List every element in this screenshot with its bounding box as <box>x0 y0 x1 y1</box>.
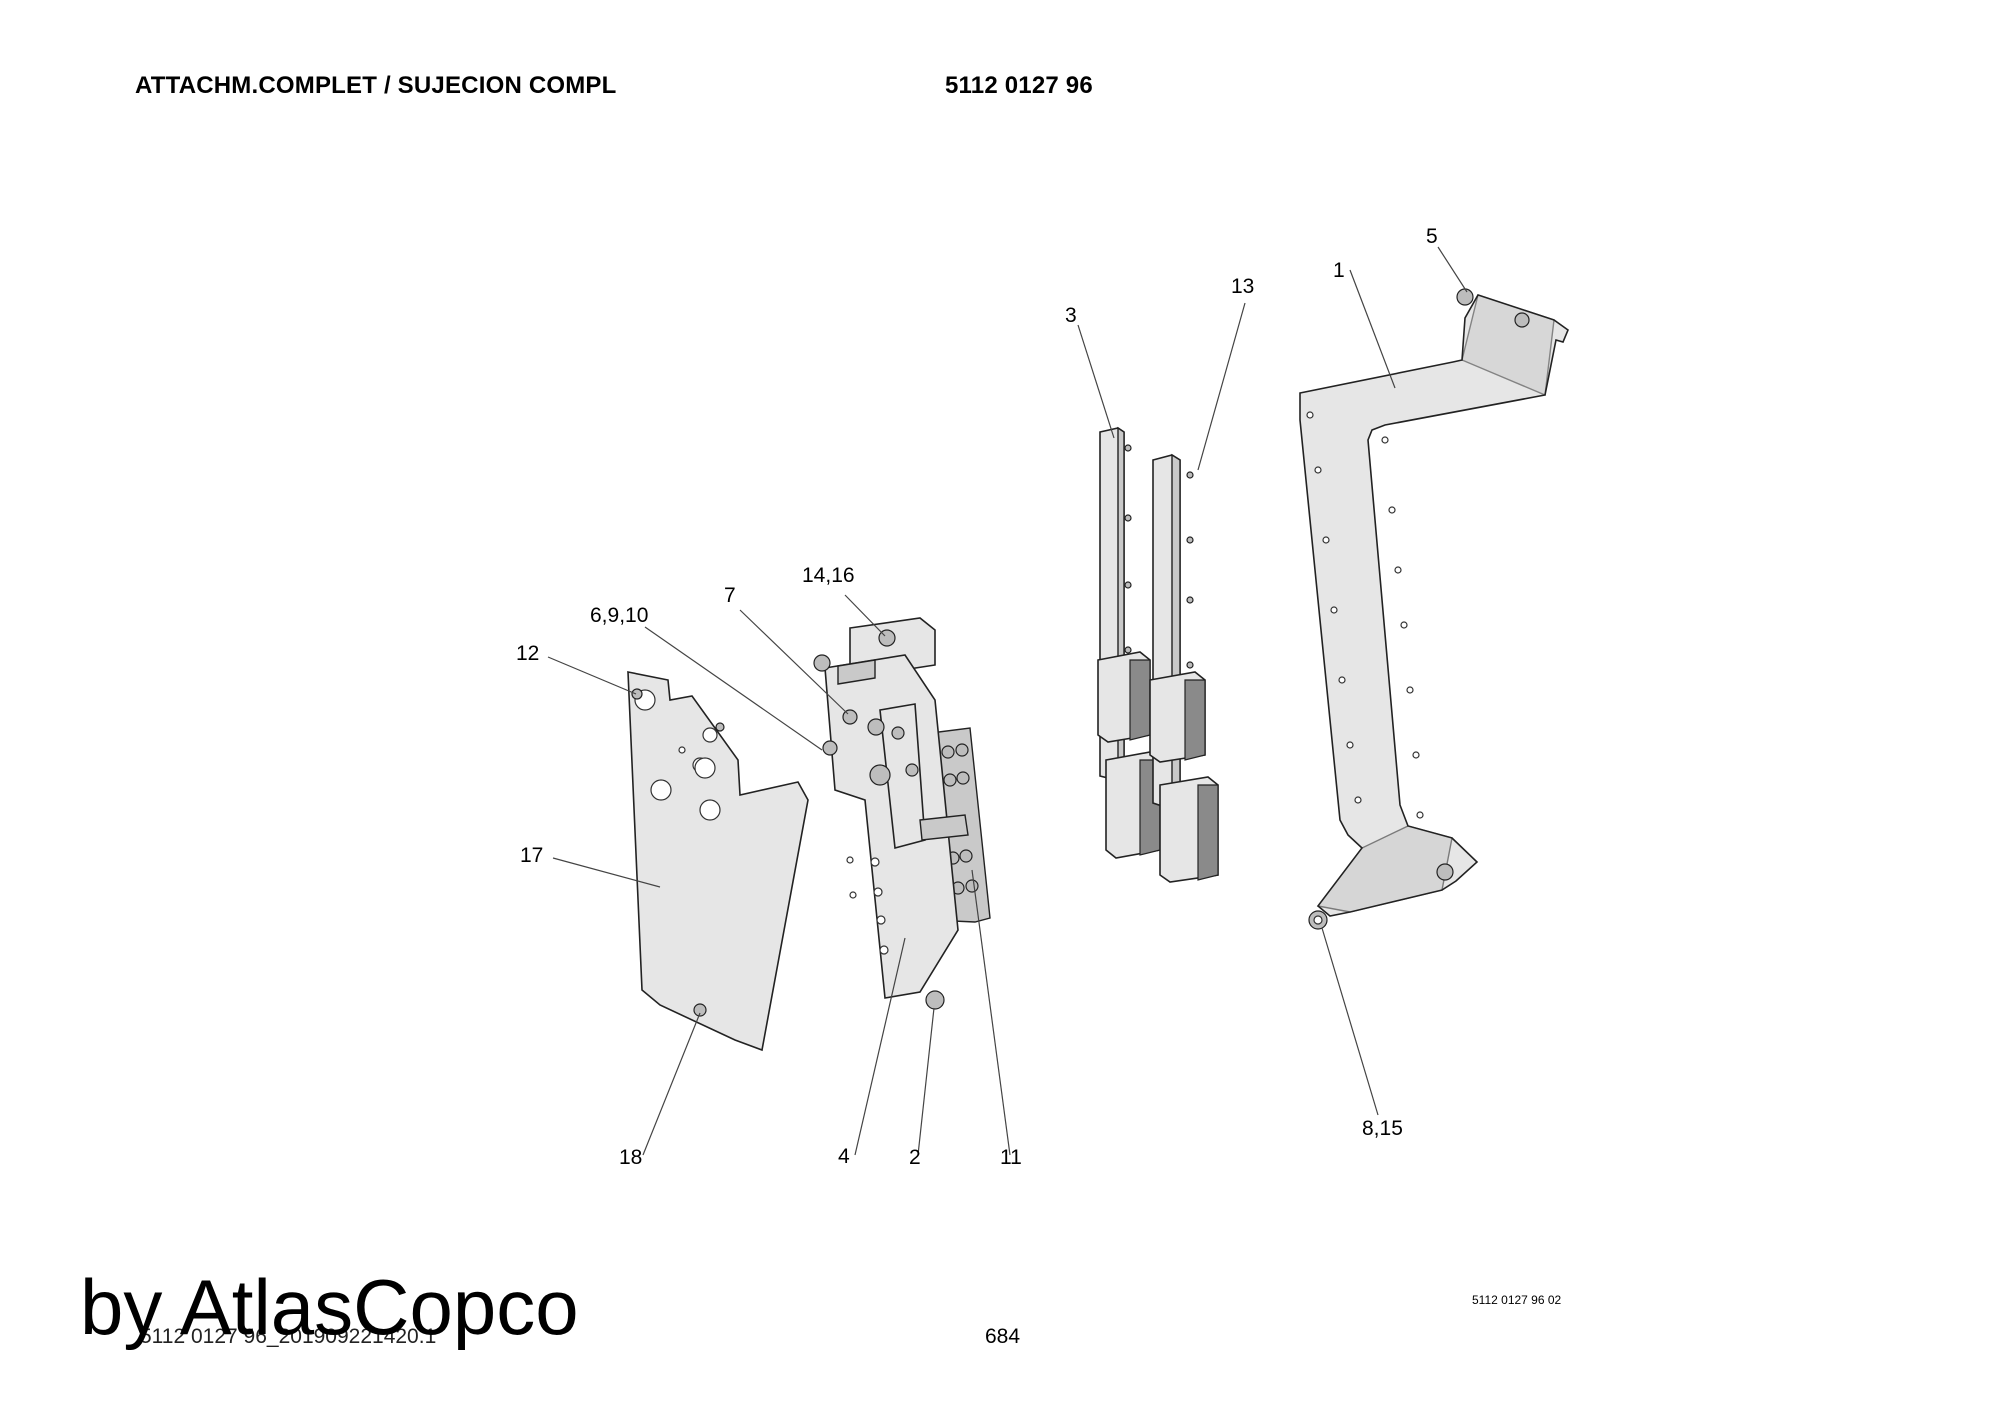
rail-part-3 <box>1097 426 1161 859</box>
rail-part-13 <box>1149 453 1219 883</box>
callout-11: 11 <box>1000 1146 1022 1169</box>
watermark: by AtlasCopco <box>80 1263 579 1351</box>
bracket-part-1 <box>1299 288 1569 930</box>
part-number: 5112 0127 96 <box>945 72 1093 99</box>
cover-plate-part-17 <box>627 671 809 1052</box>
callout-7: 7 <box>724 584 736 607</box>
drawing-code: 5112 0127 96_201909221420.1 <box>140 1325 437 1348</box>
callout-6-9-10: 6,9,10 <box>590 604 649 627</box>
callout-18: 18 <box>619 1146 643 1169</box>
figure-reference: 5112 0127 96 02 <box>1472 1293 1562 1307</box>
callout-17: 17 <box>520 844 544 867</box>
callout-5: 5 <box>1426 225 1438 248</box>
callout-12: 12 <box>516 642 540 665</box>
page-title: ATTACHM.COMPLET / SUJECION COMPL <box>135 72 617 99</box>
callout-13: 13 <box>1231 275 1255 298</box>
callout-4: 4 <box>838 1145 850 1168</box>
leader-lines <box>547 246 1468 1156</box>
callout-1: 1 <box>1333 259 1345 282</box>
callout-8-15: 8,15 <box>1362 1117 1403 1140</box>
callout-2: 2 <box>909 1146 921 1169</box>
slide-body-part-4 <box>813 617 969 1010</box>
callout-14-16: 14,16 <box>802 564 855 587</box>
callout-3: 3 <box>1065 304 1077 327</box>
page-number: 684 <box>985 1325 1021 1348</box>
